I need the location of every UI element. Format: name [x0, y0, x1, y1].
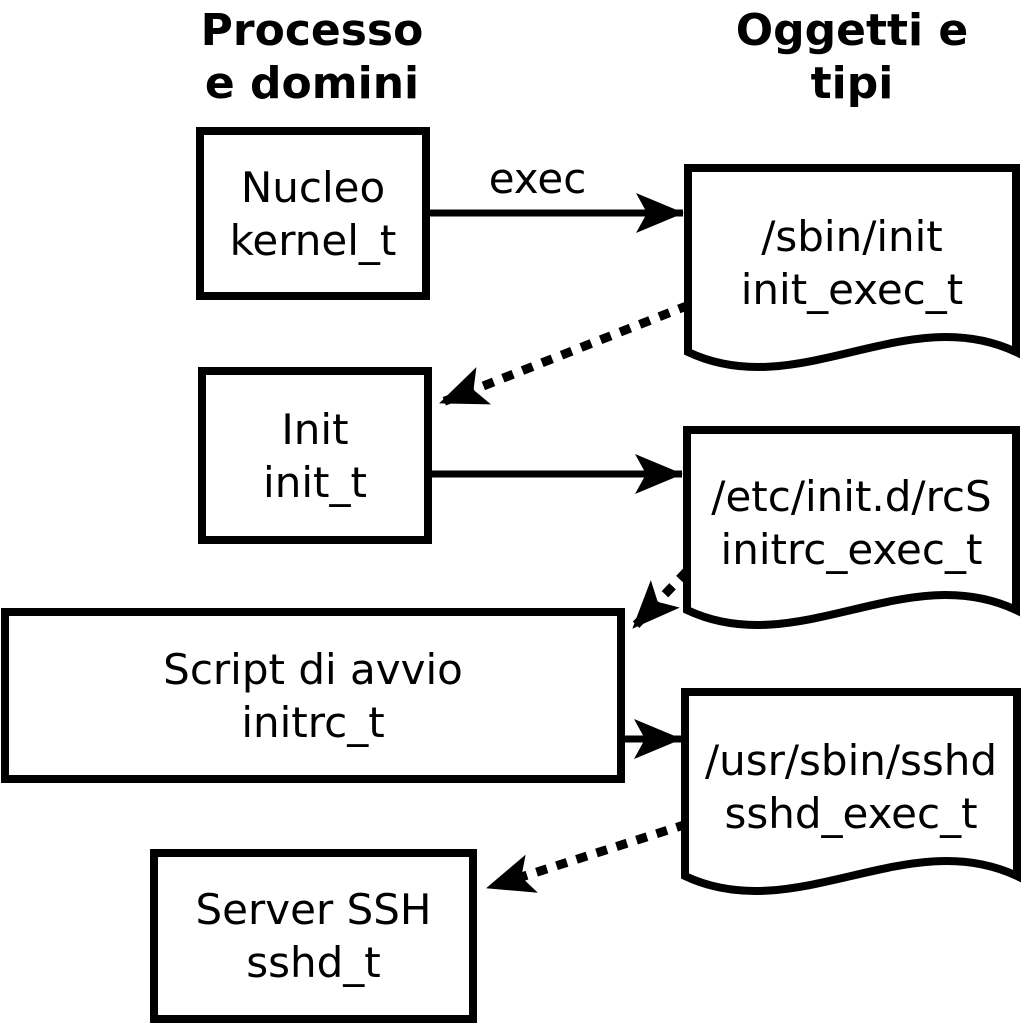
object-path: /sbin/init [761, 212, 943, 261]
header-left-line1: Processo [200, 5, 424, 56]
process-type: kernel_t [229, 215, 397, 265]
header-right-line2: tipi [810, 58, 894, 109]
object-type: initrc_exec_t [720, 525, 983, 574]
object-node-initrc-exec: /etc/init.d/rcS initrc_exec_t [687, 434, 1016, 612]
process-node-kernel: Nucleo kernel_t [196, 127, 430, 300]
dotted-arrow-sshd-exec-to-sshd [485, 819, 689, 893]
object-path: /usr/sbin/sshd [704, 736, 998, 785]
process-node-initrc: Script di avvio initrc_t [1, 608, 625, 783]
process-node-sshd: Server SSH sshd_t [150, 849, 477, 1023]
dotted-arrow-initrc-exec-to-initrc [629, 567, 691, 632]
process-name: Init [281, 404, 349, 454]
object-type: init_exec_t [740, 265, 964, 314]
header-right-line1: Oggetti e [735, 5, 969, 56]
header-left-line2: e domini [204, 58, 420, 109]
dotted-arrow-init-exec-to-init [438, 300, 691, 408]
arrow-label-exec: exec [488, 154, 587, 203]
process-name: Script di avvio [163, 644, 463, 694]
process-type: initrc_t [241, 697, 385, 747]
process-node-init: Init init_t [198, 367, 432, 544]
process-name: Nucleo [240, 162, 386, 212]
process-name: Server SSH [195, 885, 432, 934]
object-path: /etc/init.d/rcS [711, 472, 992, 521]
object-type: sshd_exec_t [724, 789, 978, 838]
process-type: sshd_t [246, 938, 381, 987]
process-type: init_t [263, 457, 367, 507]
object-node-sshd-exec: /usr/sbin/sshd sshd_exec_t [685, 696, 1017, 878]
object-node-init-exec: /sbin/init init_exec_t [688, 172, 1016, 354]
